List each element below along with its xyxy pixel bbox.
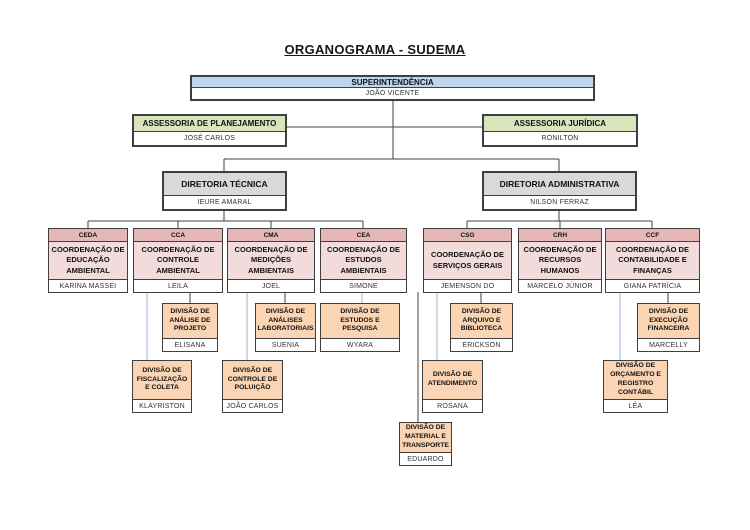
node-acronym: CMA bbox=[228, 229, 314, 242]
node-name: ROSANA bbox=[423, 399, 482, 412]
node-title: ASSESSORIA JURÍDICA bbox=[484, 116, 636, 131]
node-name: LÉA bbox=[604, 399, 667, 412]
secondary-connectors bbox=[146, 292, 621, 361]
node-divisao-atendimento: DIVISÃO DE ATENDIMENTO ROSANA bbox=[422, 360, 483, 413]
node-name: MARCELLY bbox=[638, 338, 699, 351]
node-name: NILSON FERRAZ bbox=[484, 195, 635, 209]
node-title: DIVISÃO DE CONTROLE DE POLUIÇÃO bbox=[223, 361, 282, 399]
node-divisao-estudos-pesquisa: DIVISÃO DE ESTUDOS E PESQUISA WYARA bbox=[320, 303, 400, 352]
node-title: COORDENAÇÃO DE ESTUDOS AMBIENTAIS bbox=[321, 242, 406, 279]
node-title: COORDENAÇÃO DE EDUCAÇÃO AMBIENTAL bbox=[49, 242, 127, 279]
node-title: COORDENAÇÃO DE RECURSOS HUMANOS bbox=[519, 242, 601, 279]
node-title: COORDENAÇÃO DE CONTROLE AMBIENTAL bbox=[134, 242, 222, 279]
node-name: EDUARDO bbox=[400, 452, 451, 465]
node-title: ASSESSORIA DE PLANEJAMENTO bbox=[134, 116, 285, 131]
node-name: WYARA bbox=[321, 338, 399, 351]
node-name: IEURE AMARAL bbox=[164, 195, 285, 209]
node-superintendencia: SUPERINTENDÊNCIA JOÃO VICENTE bbox=[190, 75, 595, 101]
node-name: JOÃO VICENTE bbox=[192, 87, 593, 99]
node-assessoria-planejamento: ASSESSORIA DE PLANEJAMENTO JOSÉ CARLOS bbox=[132, 114, 287, 147]
node-name: JOEL bbox=[228, 279, 314, 292]
node-title: DIVISÃO DE ANÁLISE DE PROJETO bbox=[163, 304, 217, 338]
node-divisao-orcamento-registro: DIVISÃO DE ORÇAMENTO E REGISTRO CONTÁBIL… bbox=[603, 360, 668, 413]
node-name: KLAYRISTON bbox=[133, 399, 191, 412]
node-title: DIVISÃO DE ESTUDOS E PESQUISA bbox=[321, 304, 399, 338]
node-cma: CMA COORDENAÇÃO DE MEDIÇÕES AMBIENTAIS J… bbox=[227, 228, 315, 293]
node-divisao-material-transporte: DIVISÃO DE MATERIAL E TRANSPORTE EDUARDO bbox=[399, 422, 452, 466]
node-diretoria-administrativa: DIRETORIA ADMINISTRATIVA NILSON FERRAZ bbox=[482, 171, 637, 211]
node-name: LEILA bbox=[134, 279, 222, 292]
node-acronym: CEDA bbox=[49, 229, 127, 242]
node-cca: CCA COORDENAÇÃO DE CONTROLE AMBIENTAL LE… bbox=[133, 228, 223, 293]
node-name: GIANA PATRÍCIA bbox=[606, 279, 699, 292]
node-acronym: CRH bbox=[519, 229, 601, 242]
node-title: DIVISÃO DE FISCALIZAÇÃO E COLETA bbox=[133, 361, 191, 399]
node-crh: CRH COORDENAÇÃO DE RECURSOS HUMANOS MARC… bbox=[518, 228, 602, 293]
node-cea: CEA COORDENAÇÃO DE ESTUDOS AMBIENTAIS SI… bbox=[320, 228, 407, 293]
node-name: ERICKSON bbox=[451, 338, 512, 351]
node-title: DIRETORIA TÉCNICA bbox=[164, 173, 285, 195]
node-title: DIRETORIA ADMINISTRATIVA bbox=[484, 173, 635, 195]
node-name: ELISANA bbox=[163, 338, 217, 351]
node-title: COORDENAÇÃO DE SERVIÇOS GERAIS bbox=[424, 242, 511, 279]
node-ccf: CCF COORDENAÇÃO DE CONTABILIDADE E FINAN… bbox=[605, 228, 700, 293]
primary-connectors bbox=[87, 101, 669, 423]
node-acronym: CSG bbox=[424, 229, 511, 242]
node-csg: CSG COORDENAÇÃO DE SERVIÇOS GERAIS JEMEN… bbox=[423, 228, 512, 293]
node-name: JOSÉ CARLOS bbox=[134, 131, 285, 145]
node-assessoria-juridica: ASSESSORIA JURÍDICA RONILTON bbox=[482, 114, 638, 147]
node-divisao-analise-projeto: DIVISÃO DE ANÁLISE DE PROJETO ELISANA bbox=[162, 303, 218, 352]
node-divisao-arquivo-biblioteca: DIVISÃO DE ARQUIVO E BIBLIOTECA ERICKSON bbox=[450, 303, 513, 352]
node-divisao-analises-laboratoriais: DIVISÃO DE ANÁLISES LABORATORIAIS SUENIA bbox=[255, 303, 316, 352]
node-title: SUPERINTENDÊNCIA bbox=[192, 77, 593, 87]
node-title: DIVISÃO DE EXECUÇÃO FINANCEIRA bbox=[638, 304, 699, 338]
node-title: DIVISÃO DE ORÇAMENTO E REGISTRO CONTÁBIL bbox=[604, 361, 667, 399]
node-name: JOÃO CARLOS bbox=[223, 399, 282, 412]
node-acronym: CCA bbox=[134, 229, 222, 242]
node-diretoria-tecnica: DIRETORIA TÉCNICA IEURE AMARAL bbox=[162, 171, 287, 211]
node-acronym: CEA bbox=[321, 229, 406, 242]
node-title: DIVISÃO DE ARQUIVO E BIBLIOTECA bbox=[451, 304, 512, 338]
node-divisao-execucao-financeira: DIVISÃO DE EXECUÇÃO FINANCEIRA MARCELLY bbox=[637, 303, 700, 352]
node-title: DIVISÃO DE ATENDIMENTO bbox=[423, 361, 482, 399]
node-divisao-fiscalizacao-coleta: DIVISÃO DE FISCALIZAÇÃO E COLETA KLAYRIS… bbox=[132, 360, 192, 413]
node-title: COORDENAÇÃO DE MEDIÇÕES AMBIENTAIS bbox=[228, 242, 314, 279]
page-title: ORGANOGRAMA - SUDEMA bbox=[284, 42, 466, 57]
node-title: COORDENAÇÃO DE CONTABILIDADE E FINANÇAS bbox=[606, 242, 699, 279]
node-name: JEMENSON DO bbox=[424, 279, 511, 292]
node-ceda: CEDA COORDENAÇÃO DE EDUCAÇÃO AMBIENTAL K… bbox=[48, 228, 128, 293]
node-name: MARCELO JÚNIOR bbox=[519, 279, 601, 292]
node-title: DIVISÃO DE MATERIAL E TRANSPORTE bbox=[400, 423, 451, 452]
node-title: DIVISÃO DE ANÁLISES LABORATORIAIS bbox=[256, 304, 315, 338]
node-name: KARINA MASSEI bbox=[49, 279, 127, 292]
node-name: SIMONE bbox=[321, 279, 406, 292]
node-divisao-controle-poluicao: DIVISÃO DE CONTROLE DE POLUIÇÃO JOÃO CAR… bbox=[222, 360, 283, 413]
node-name: SUENIA bbox=[256, 338, 315, 351]
node-acronym: CCF bbox=[606, 229, 699, 242]
node-name: RONILTON bbox=[484, 131, 636, 145]
